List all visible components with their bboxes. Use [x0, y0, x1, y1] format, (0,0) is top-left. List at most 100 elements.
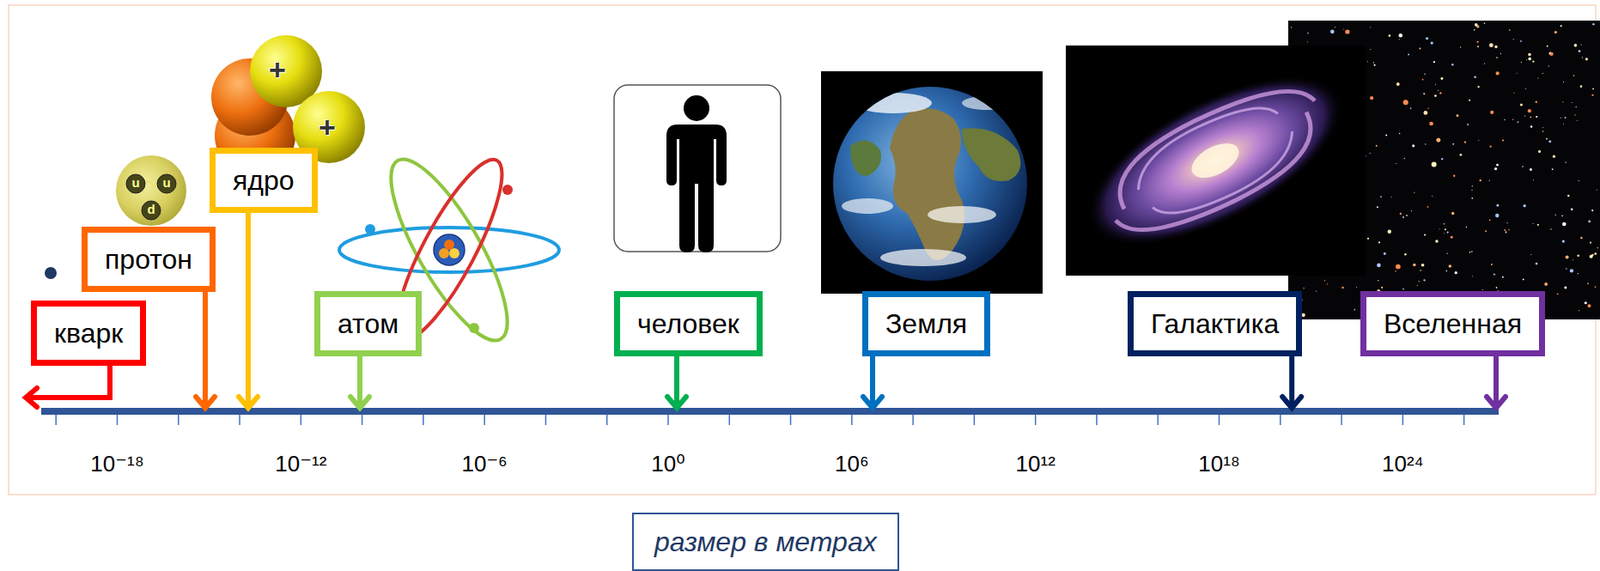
star	[1580, 43, 1582, 45]
star	[1367, 237, 1369, 240]
star	[1596, 189, 1598, 191]
arrow-shaft	[674, 356, 680, 408]
axis-tick	[361, 414, 364, 426]
galaxy-picture	[1061, 41, 1369, 281]
axis-tick	[422, 414, 425, 426]
illustration-part	[1125, 91, 1278, 190]
scale-label-box: Вселенная	[1360, 291, 1546, 357]
star	[1537, 224, 1540, 226]
star	[1396, 82, 1400, 86]
star	[1410, 107, 1412, 110]
arrow-shaft	[245, 212, 251, 408]
star	[1466, 226, 1467, 228]
star	[1334, 26, 1336, 28]
star	[1430, 41, 1434, 44]
star	[1412, 263, 1416, 267]
illustration-part	[468, 322, 480, 334]
star	[1529, 168, 1533, 171]
scale-label-box: Земля	[862, 291, 991, 357]
star	[1584, 301, 1588, 305]
quark-letter: u	[162, 176, 171, 191]
scale-label-box: человек	[614, 291, 763, 357]
star	[1447, 252, 1448, 254]
star	[1376, 263, 1381, 268]
star	[1496, 56, 1498, 59]
star	[1574, 114, 1576, 116]
star	[1451, 212, 1454, 215]
star	[1537, 78, 1539, 80]
illustration-part	[666, 124, 727, 253]
star	[1407, 54, 1410, 56]
pointer-arrow	[667, 356, 687, 408]
star	[1575, 106, 1577, 108]
arrow-head	[863, 396, 883, 408]
scale-label: протон	[104, 243, 193, 276]
star	[1548, 65, 1550, 67]
star	[1404, 253, 1407, 256]
star	[1522, 278, 1525, 280]
star	[1307, 32, 1309, 35]
star	[1474, 23, 1479, 27]
star	[1478, 139, 1479, 141]
star	[1387, 229, 1392, 233]
star	[1516, 73, 1518, 74]
star	[1422, 79, 1424, 81]
pointer-arrow	[25, 365, 110, 408]
star	[1591, 94, 1594, 97]
pointer-arrow	[1282, 356, 1302, 408]
scale-axis	[41, 407, 1499, 415]
arrow-shaft	[27, 365, 110, 398]
star	[1527, 57, 1532, 61]
illustration-part	[683, 95, 710, 122]
star	[1471, 250, 1473, 252]
star	[1424, 143, 1426, 145]
star	[1476, 41, 1479, 43]
star	[1552, 155, 1556, 159]
star	[1479, 179, 1482, 182]
star	[1503, 119, 1506, 122]
star	[1563, 81, 1564, 83]
star	[1542, 73, 1544, 74]
quark-letter: u	[131, 176, 140, 191]
star	[1419, 269, 1422, 272]
star	[1484, 230, 1487, 232]
star	[1394, 270, 1397, 273]
star	[1423, 279, 1425, 281]
star	[1542, 130, 1544, 132]
illustration-part	[961, 127, 1021, 182]
quark-letter: d	[146, 202, 155, 218]
star	[1506, 222, 1508, 224]
star	[1508, 29, 1511, 31]
star	[1524, 115, 1526, 116]
star	[1591, 209, 1594, 212]
proton-picture	[115, 155, 187, 226]
star	[1301, 299, 1303, 301]
star	[1545, 138, 1548, 140]
star	[1411, 144, 1415, 147]
star	[1433, 60, 1436, 63]
arrow-head	[1282, 396, 1302, 408]
frame	[8, 5, 1596, 495]
axis-tick	[1402, 414, 1405, 426]
star	[1580, 237, 1582, 239]
scale-label: Земля	[885, 307, 968, 341]
star	[1495, 213, 1499, 218]
scale-label: ядро	[232, 164, 295, 197]
scale-label: Вселенная	[1383, 307, 1522, 341]
illustration-part	[444, 239, 455, 250]
axis-tick	[483, 414, 486, 426]
star	[1423, 234, 1426, 237]
star	[1413, 192, 1415, 194]
star	[1437, 90, 1439, 92]
star	[1580, 85, 1583, 88]
charge-sign: +	[268, 54, 286, 86]
star	[1378, 241, 1381, 244]
star	[1592, 23, 1594, 25]
star	[1403, 99, 1409, 105]
star	[1341, 286, 1344, 289]
axis-tick	[177, 414, 180, 426]
star	[1572, 259, 1574, 261]
star	[1502, 276, 1504, 279]
